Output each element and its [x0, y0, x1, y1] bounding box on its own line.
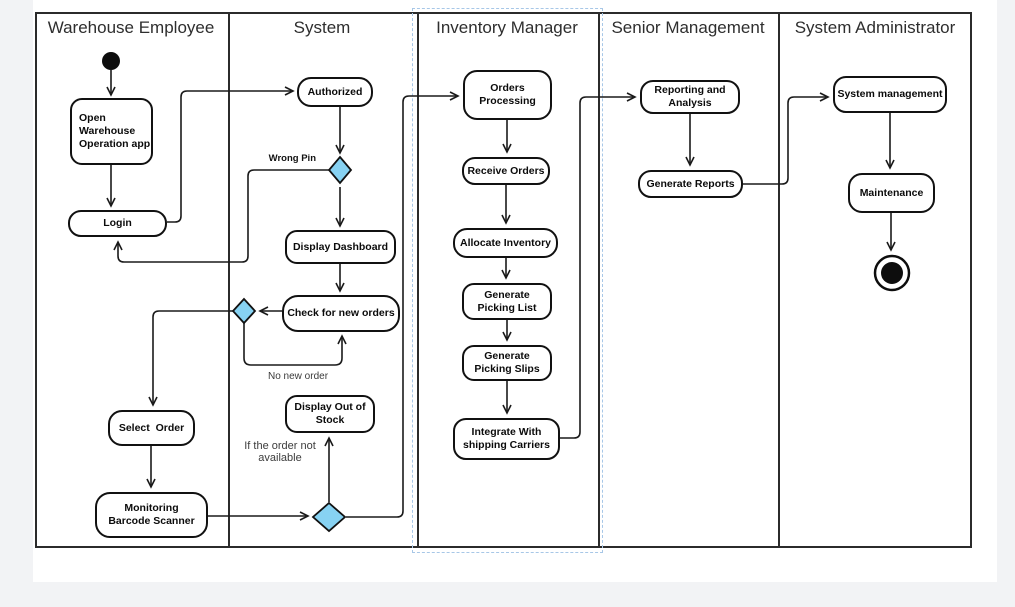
swimlane-frame	[35, 12, 972, 548]
activity-system-management[interactable]: System management	[833, 76, 947, 113]
decision-order-available[interactable]	[311, 501, 347, 533]
lane-title-system-administrator[interactable]: System Administrator	[794, 18, 956, 37]
activity-monitoring-barcode-scanner[interactable]: Monitoring Barcode Scanner	[95, 492, 208, 538]
lane-divider-4	[778, 12, 780, 548]
activity-display-out-of-stock[interactable]: Display Out of Stock	[285, 395, 375, 433]
edge-wrong-pin-to-login	[113, 169, 329, 263]
lane-title-warehouse-employee[interactable]: Warehouse Employee	[47, 18, 215, 37]
activity-open-warehouse-app[interactable]: Open Warehouse Operation app	[70, 98, 153, 165]
activity-generate-picking-list[interactable]: Generate Picking List	[462, 283, 552, 320]
edge-reports-to-sysmgmt	[743, 92, 830, 185]
activity-generate-picking-slips[interactable]: Generate Picking Slips	[462, 345, 552, 381]
edge-login-to-authorized	[167, 86, 295, 223]
activity-authorized[interactable]: Authorized	[297, 77, 373, 107]
start-node[interactable]	[102, 52, 120, 70]
edge-decision2-to-select-order	[148, 310, 233, 407]
edge-label-no-new-order: No new order	[268, 371, 329, 382]
lane-divider-1	[228, 12, 230, 548]
edge-integrate-to-reporting	[560, 92, 637, 439]
activity-orders-processing[interactable]: Orders Processing	[463, 70, 552, 120]
edge-decision3-to-orders-processing	[346, 91, 460, 518]
activity-maintenance[interactable]: Maintenance	[848, 173, 935, 213]
edge-label-if-order-not-available: If the order not available	[244, 440, 316, 464]
decision-wrong-pin[interactable]	[327, 155, 353, 185]
lane-title-system[interactable]: System	[293, 18, 351, 37]
lane-title-inventory-manager[interactable]: Inventory Manager	[436, 18, 578, 37]
edge-label-wrong-pin: Wrong Pin	[268, 153, 316, 164]
decision-new-orders[interactable]	[231, 297, 257, 325]
activity-integrate-shipping-carriers[interactable]: Integrate With shipping Carriers	[453, 418, 560, 460]
activity-check-new-orders[interactable]: Check for new orders	[282, 295, 400, 332]
activity-receive-orders[interactable]: Receive Orders	[462, 157, 550, 185]
lane-selection-border[interactable]	[412, 8, 603, 553]
lane-divider-2	[417, 12, 419, 548]
edge-no-new-order-loop	[243, 323, 347, 366]
activity-display-dashboard[interactable]: Display Dashboard	[285, 230, 396, 264]
lane-title-senior-management[interactable]: Senior Management	[611, 18, 765, 37]
activity-login[interactable]: Login	[68, 210, 167, 237]
lane-divider-3	[598, 12, 600, 548]
activity-reporting-and-analysis[interactable]: Reporting and Analysis	[640, 80, 740, 114]
activity-allocate-inventory[interactable]: Allocate Inventory	[453, 228, 558, 258]
end-node-inner	[881, 262, 903, 284]
activity-select-order[interactable]: Select Order	[108, 410, 195, 446]
activity-generate-reports[interactable]: Generate Reports	[638, 170, 743, 198]
